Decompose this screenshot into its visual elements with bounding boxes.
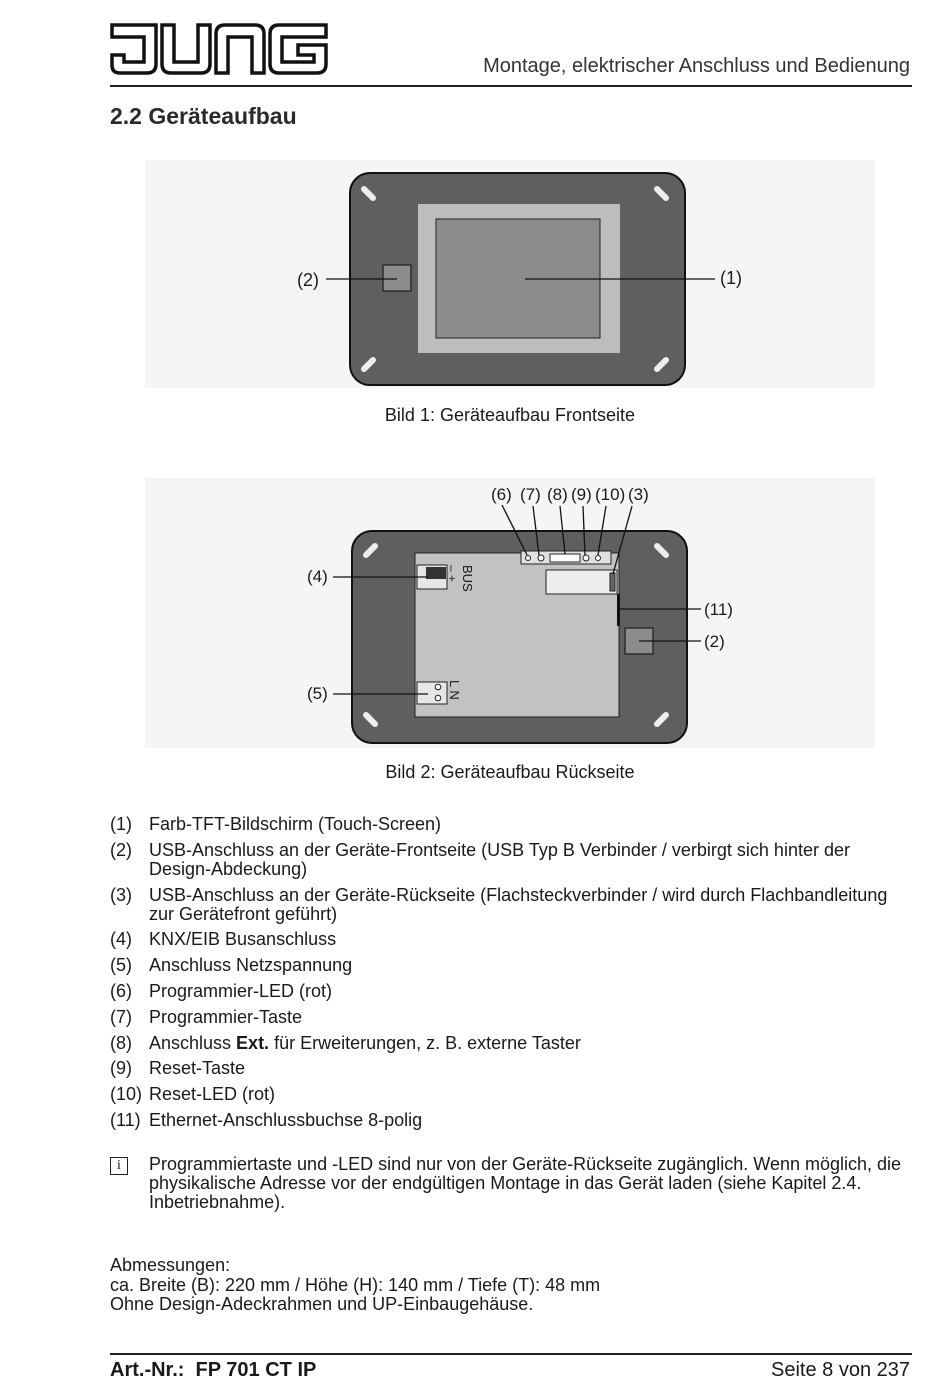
callout-11: (11)	[704, 600, 733, 619]
legend-text: USB-Anschluss an der Geräte-Frontseite (…	[149, 839, 850, 879]
legend-number: (10)	[110, 1084, 143, 1105]
legend-item: (1) Farb-TFT-Bildschirm (Touch-Screen)	[110, 815, 910, 834]
header-subtitle: Montage, elektrischer Anschluss und Bedi…	[483, 55, 910, 77]
legend-item: (4) KNX/EIB Busanschluss	[110, 930, 910, 949]
power-terminal-screw-n	[434, 694, 442, 702]
page-number: Seite 8 von 237	[771, 1359, 910, 1381]
header-divider	[110, 85, 912, 87]
callout-6: (6)	[491, 485, 512, 504]
section-title: 2.2 Geräteaufbau	[110, 103, 297, 129]
legend-text: Ethernet-Anschlussbuchse 8-polig	[149, 1109, 423, 1130]
figure-front-caption: Bild 1: Geräteaufbau Frontseite	[384, 405, 636, 425]
bus-terminal-signs: – +	[445, 565, 459, 582]
legend-number: (7)	[110, 1006, 132, 1027]
legend-item: (6) Programmier-LED (rot)	[110, 980, 910, 1001]
legend-text: USB-Anschluss an der Geräte-Rückseite (F…	[149, 884, 888, 924]
legend-number: (5)	[110, 955, 132, 976]
legend-number: (3)	[110, 884, 132, 905]
legend-item: (11) Ethernet-Anschlussbuchse 8-polig	[110, 1109, 910, 1130]
legend-item: (2) USB-Anschluss an der Geräte-Frontsei…	[110, 839, 910, 879]
legend-item: (10) Reset-LED (rot)	[110, 1085, 910, 1104]
legend-number: (11)	[110, 1109, 141, 1130]
legend-text: KNX/EIB Busanschluss	[149, 929, 337, 950]
ext-connector	[549, 553, 581, 563]
legend-number: (9)	[110, 1058, 132, 1079]
legend-text: Programmier-LED (rot)	[149, 980, 333, 1001]
component-legend: (1) Farb-TFT-Bildschirm (Touch-Screen) (…	[110, 815, 910, 1137]
info-note: i Programmiertaste und -LED sind nur von…	[110, 1155, 910, 1212]
article-number: Art.-Nr.: FP 701 CT IP	[110, 1359, 317, 1381]
usb-port-back	[609, 572, 616, 592]
legend-text: Programmier-Taste	[149, 1006, 303, 1027]
legend-item: (7) Programmier-Taste	[110, 1006, 910, 1027]
footer-divider	[110, 1353, 912, 1355]
legend-item: (5) Anschluss Netzspannung	[110, 956, 910, 975]
legend-item: (8) Anschluss Ext. für Erweiterungen, z.…	[110, 1032, 910, 1053]
reset-led	[595, 555, 601, 561]
power-terminal	[416, 681, 448, 705]
callout-1: (1)	[720, 268, 742, 288]
legend-text: Reset-Taste	[149, 1058, 246, 1079]
dimensions-size: ca. Breite (B): 220 mm / Höhe (H): 140 m…	[110, 1274, 601, 1295]
legend-number: (6)	[110, 980, 132, 1001]
callout-9: (9)	[571, 485, 592, 504]
power-terminal-screw-l	[434, 683, 442, 691]
reset-button[interactable]	[582, 554, 590, 562]
mounting-slots	[363, 543, 669, 727]
callout-10: (10)	[595, 485, 625, 504]
programming-button[interactable]	[537, 554, 545, 562]
legend-text: Anschluss Ext. für Erweiterungen, z. B. …	[149, 1032, 581, 1053]
info-note-text: Programmiertaste und -LED sind nur von d…	[149, 1154, 902, 1212]
callout-5: (5)	[307, 684, 328, 703]
dimensions-note: Ohne Design-Adeckrahmen und UP-Einbaugeh…	[110, 1294, 534, 1314]
callout-4: (4)	[307, 567, 328, 586]
legend-number: (4)	[110, 929, 132, 950]
mounting-slots	[361, 186, 669, 372]
callout-2-back: (2)	[704, 632, 725, 651]
callout-7: (7)	[520, 485, 541, 504]
figure-back: BUS – + L N (6) (7) (8) (9) (10) (3) (4)	[145, 478, 875, 748]
dimensions-heading: Abmessungen:	[110, 1255, 231, 1275]
programming-led	[525, 555, 531, 561]
dimensions-block: Abmessungen: ca. Breite (B): 220 mm / Hö…	[110, 1255, 601, 1315]
usb-port-front	[382, 264, 412, 292]
legend-text: Anschluss Netzspannung	[149, 955, 353, 976]
legend-text-bold: Ext.	[236, 1032, 270, 1053]
power-terminal-label: L N	[447, 680, 462, 700]
jung-logo	[110, 22, 330, 76]
legend-text: Reset-LED (rot)	[149, 1084, 276, 1105]
legend-item: (9) Reset-Taste	[110, 1059, 910, 1078]
jung-logo-graphic	[110, 23, 328, 75]
bus-terminal-block	[426, 567, 446, 579]
callout-3: (3)	[628, 485, 649, 504]
legend-number: (8)	[110, 1032, 132, 1053]
legend-item: (3) USB-Anschluss an der Geräte-Rückseit…	[110, 884, 910, 924]
legend-number: (2)	[110, 839, 132, 860]
bus-terminal-label: BUS	[460, 565, 475, 592]
callout-8: (8)	[547, 485, 568, 504]
usb-back-box	[545, 569, 618, 595]
figure-front: (2) (1)	[145, 160, 875, 388]
ethernet-port	[617, 594, 620, 626]
callout-2: (2)	[297, 270, 319, 290]
legend-number: (1)	[110, 814, 132, 834]
info-icon: i	[110, 1157, 128, 1175]
figure-back-caption: Bild 2: Geräteaufbau Rückseite	[385, 762, 635, 782]
legend-text: Farb-TFT-Bildschirm (Touch-Screen)	[149, 814, 442, 834]
